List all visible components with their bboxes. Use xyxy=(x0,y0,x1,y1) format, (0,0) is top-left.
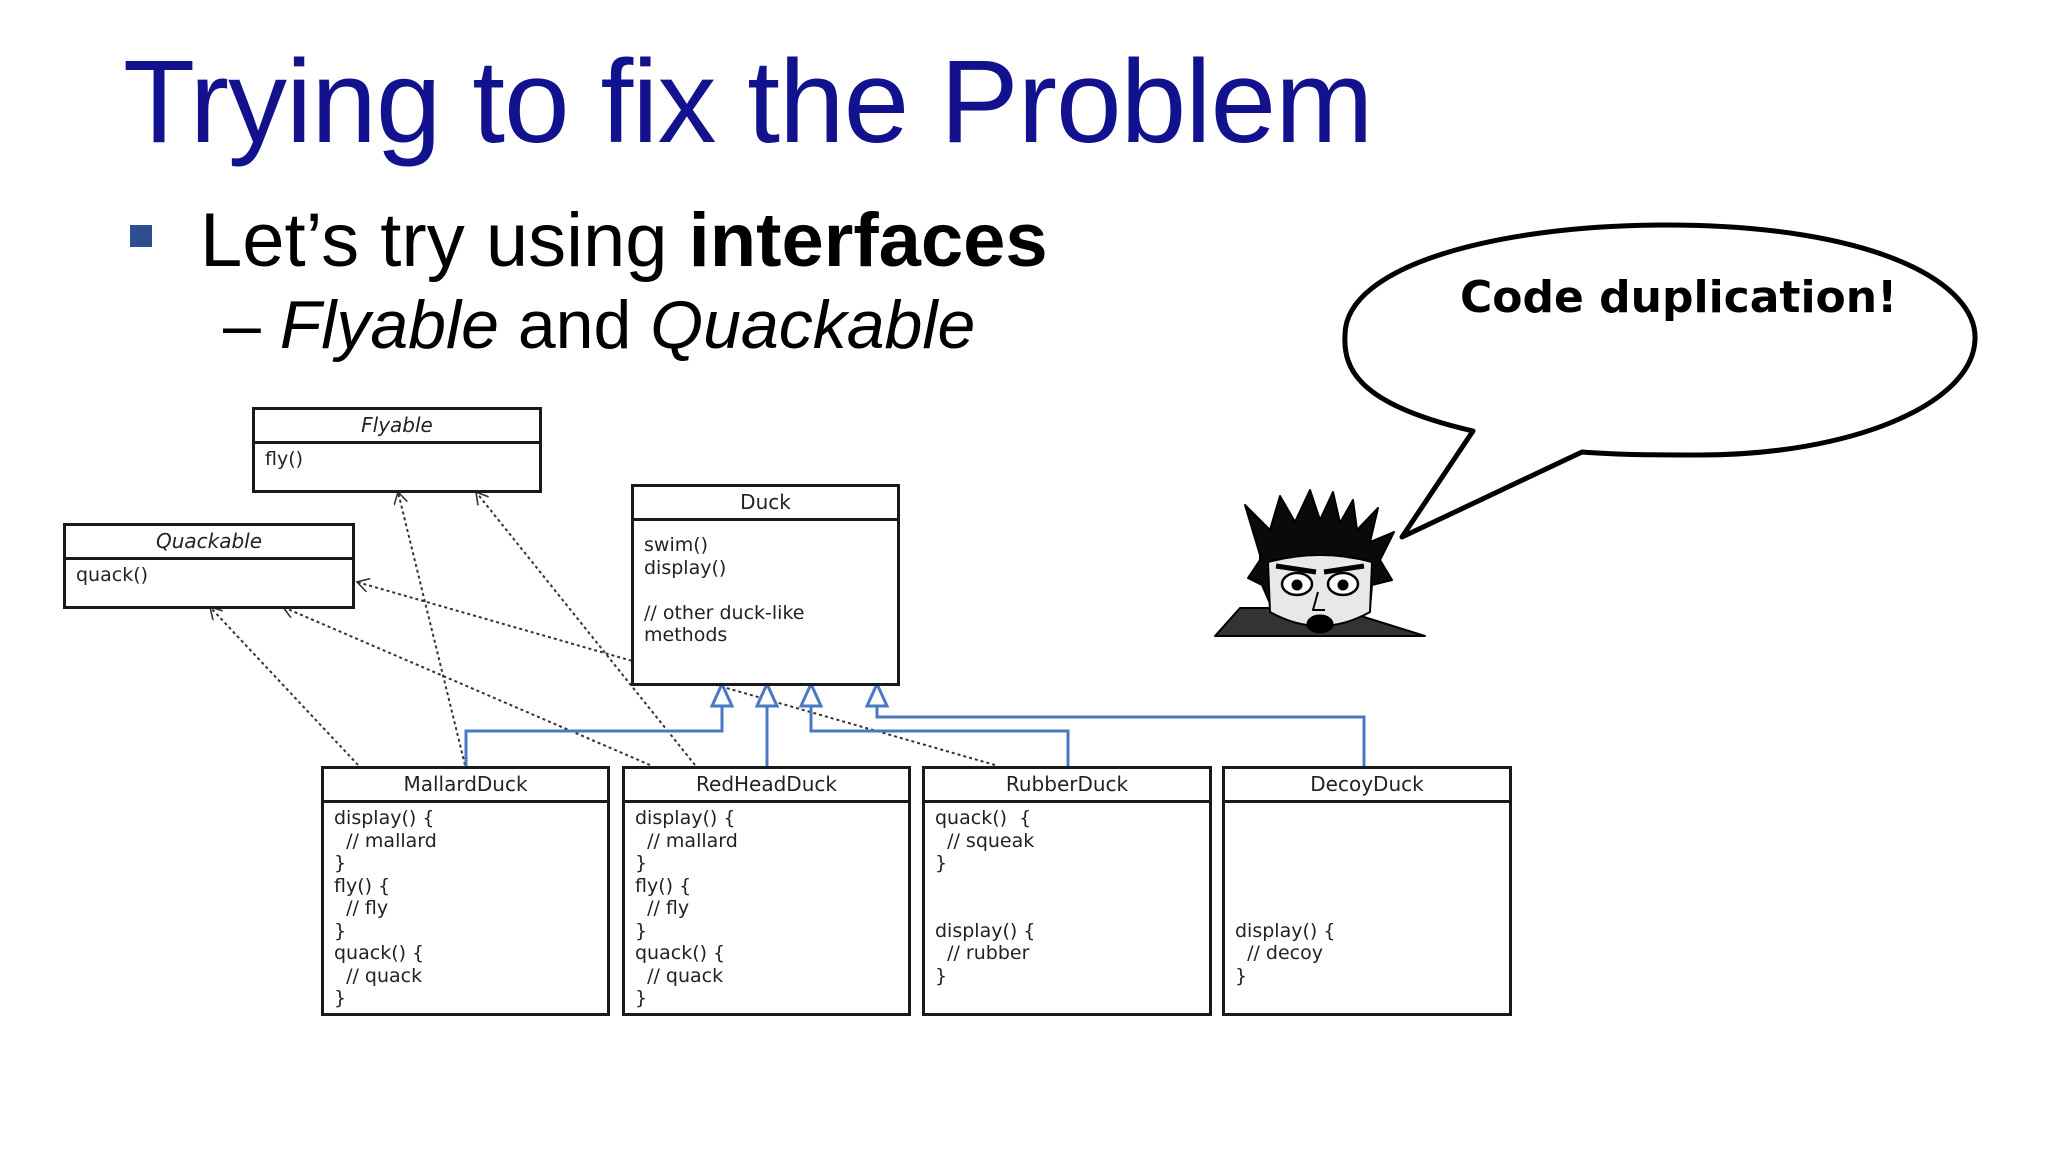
class-body: quack() { // squeak } display() { // rub… xyxy=(935,807,1036,987)
class-name: RubberDuck xyxy=(925,769,1209,803)
bullet-2-and: and xyxy=(498,287,651,363)
uml-class-quackable: Quackable quack() xyxy=(63,523,355,609)
shocked-face-icon xyxy=(1214,489,1426,637)
slide-title: Trying to fix the Problem xyxy=(123,36,1373,168)
bullet-2-flyable: Flyable xyxy=(279,287,499,363)
class-body: display() { // decoy } xyxy=(1235,919,1336,987)
mallard-duck-inherit-line xyxy=(464,703,724,766)
uml-class-flyable: Flyable fly() xyxy=(252,407,542,493)
uml-class-rubber-duck: RubberDuck quack() { // squeak } display… xyxy=(922,766,1212,1016)
class-body: display() { // mallard } fly() { // fly … xyxy=(334,807,437,1009)
bullet-1-bold: interfaces xyxy=(688,198,1048,283)
inherit-triangle-icon xyxy=(754,680,780,708)
class-name: Duck xyxy=(634,487,897,521)
bullet-2: – Flyable and Quackable xyxy=(223,285,975,367)
uml-class-duck: Duck swim() display() // other duck-like… xyxy=(631,484,900,686)
mallard-flyable-arrow xyxy=(398,492,466,766)
uml-class-mallard-duck: MallardDuck display() { // mallard } fly… xyxy=(321,766,610,1016)
bullet-2-dash: – xyxy=(223,287,280,363)
bullet-1: Let’s try using interfaces xyxy=(200,195,1048,286)
class-body: display() { // mallard } fly() { // fly … xyxy=(635,807,738,1009)
rubber-duck-inherit-line xyxy=(809,703,1070,766)
bullet-square-icon xyxy=(130,225,152,247)
decoy-duck-inherit-line xyxy=(875,703,1366,766)
class-name: MallardDuck xyxy=(324,769,607,803)
redhead-flyable-arrow xyxy=(476,492,696,766)
redhead-quackable-arrow xyxy=(283,607,651,766)
uml-class-decoy-duck: DecoyDuck display() { // decoy } xyxy=(1222,766,1512,1016)
inherit-triangle-icon xyxy=(709,680,735,708)
bullet-1-text: Let’s try using xyxy=(200,198,689,283)
class-name: RedHeadDuck xyxy=(625,769,908,803)
class-body: quack() xyxy=(76,564,149,586)
class-name: DecoyDuck xyxy=(1225,769,1509,803)
class-name: Flyable xyxy=(255,410,539,444)
speech-bubble-icon xyxy=(1342,222,1978,540)
speech-bubble-text: Code duplication! xyxy=(1460,272,1898,323)
inherit-triangle-icon xyxy=(864,680,890,708)
uml-class-redhead-duck: RedHeadDuck display() { // mallard } fly… xyxy=(622,766,911,1016)
bullet-2-quackable: Quackable xyxy=(650,287,976,363)
inherit-triangle-icon xyxy=(798,680,824,708)
mallard-quackable-arrow xyxy=(210,607,359,766)
class-body: fly() xyxy=(265,448,304,470)
class-name: Quackable xyxy=(66,526,352,560)
class-body: swim() display() // other duck-like meth… xyxy=(644,534,805,646)
